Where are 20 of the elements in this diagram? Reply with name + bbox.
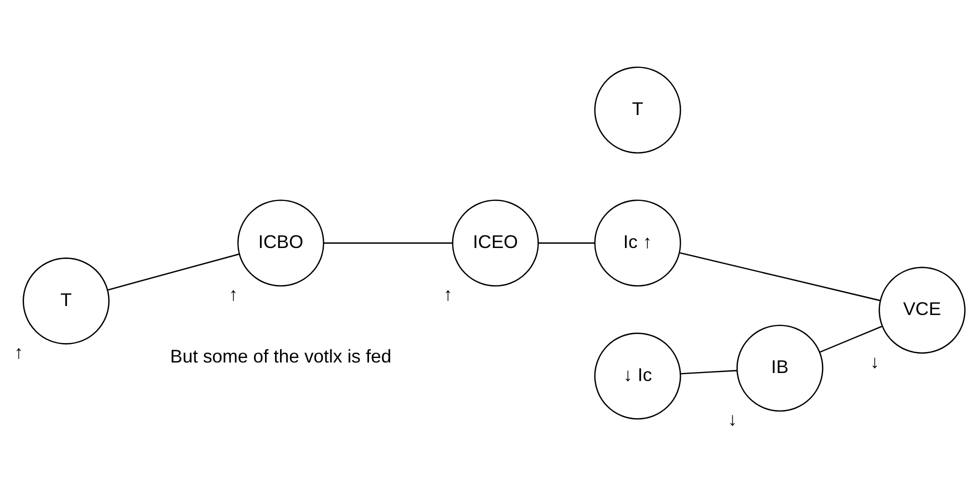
node-label: ↑ bbox=[228, 284, 238, 305]
connector bbox=[538, 242, 595, 244]
node-label: ↓ bbox=[870, 350, 880, 372]
connector bbox=[324, 242, 452, 244]
node-circle: ICEO bbox=[452, 200, 539, 287]
connector bbox=[680, 252, 880, 302]
node-circle: T bbox=[22, 258, 110, 344]
node-circle: ↓ Ic bbox=[594, 332, 682, 420]
node-circle: ICBO bbox=[237, 200, 324, 287]
connector bbox=[819, 326, 882, 353]
connector bbox=[108, 253, 240, 291]
node-label: ↑ bbox=[443, 284, 453, 305]
node-circle: IB bbox=[736, 324, 824, 412]
node-circle: T bbox=[594, 66, 682, 154]
node-label: ↑ bbox=[14, 342, 24, 363]
label: But some of the votlx is fed bbox=[170, 346, 392, 367]
node-circle: VCE bbox=[878, 266, 966, 354]
connector bbox=[680, 370, 737, 374]
node-circle: Ic ↑ bbox=[594, 200, 682, 287]
node-label: ↓ bbox=[728, 408, 738, 430]
